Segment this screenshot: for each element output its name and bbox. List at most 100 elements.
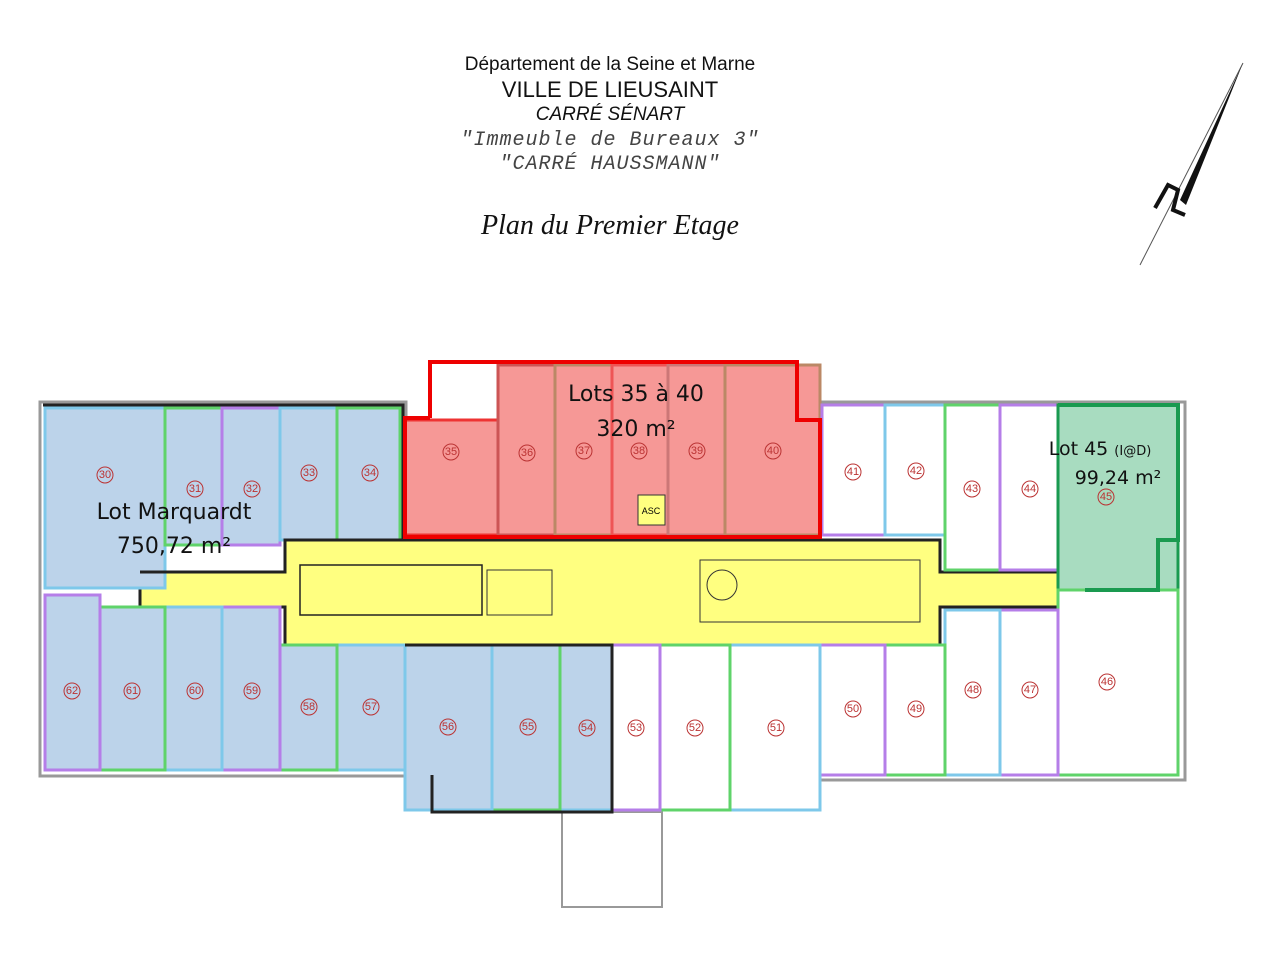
room-number: 30 — [99, 469, 111, 481]
room-number: 59 — [246, 685, 258, 697]
lot-45-tag: (I@D) — [1114, 444, 1151, 459]
room-number-badge — [186, 682, 204, 700]
room-number: 42 — [910, 465, 922, 477]
lot-marquardt-area: 750,72 m² — [117, 534, 231, 559]
room-number-badge — [844, 463, 862, 481]
north-arrow-icon — [1139, 62, 1244, 266]
room-number-badge — [362, 698, 380, 716]
lot-marquardt-outline — [43, 403, 405, 574]
room-number-badge — [844, 700, 862, 718]
lot-45-outline — [1058, 403, 1180, 592]
room-62 — [43, 593, 102, 772]
elevator-label: ASC — [642, 506, 661, 516]
building-title: "Immeuble de Bureaux 3" — [460, 129, 760, 152]
room-number: 53 — [630, 722, 642, 734]
city-title: VILLE DE LIEUSAINT — [501, 77, 719, 102]
room-number: 56 — [442, 721, 454, 733]
room-number-badge — [1097, 488, 1115, 506]
room-number: 55 — [522, 721, 534, 733]
spiral-stair — [706, 569, 738, 601]
room-number-badge — [907, 700, 925, 718]
room-44 — [998, 403, 1060, 572]
room-number: 40 — [767, 445, 779, 457]
plan-title: Plan du Premier Etage — [481, 210, 739, 241]
room-number-badge — [96, 466, 114, 484]
room-43 — [943, 403, 1002, 572]
room-number-badge — [518, 444, 536, 462]
corridor — [138, 538, 1087, 647]
room-number: 38 — [633, 445, 645, 457]
room-number-badge — [1098, 673, 1116, 691]
room-number: 35 — [445, 446, 457, 458]
room-number-badge — [243, 480, 261, 498]
room-number: 37 — [578, 445, 590, 457]
room-41 — [820, 403, 887, 537]
room-number-badge — [627, 719, 645, 737]
room-number: 41 — [847, 466, 859, 478]
room-number: 51 — [770, 722, 782, 734]
room-56 — [403, 643, 494, 812]
room-number: 61 — [126, 685, 138, 697]
room-number: 45 — [1100, 491, 1112, 503]
terrace — [561, 811, 663, 908]
room-30 — [43, 406, 167, 590]
room-60 — [163, 605, 224, 772]
room-number: 50 — [847, 703, 859, 715]
room-number: 44 — [1024, 483, 1036, 495]
room-number: 58 — [303, 701, 315, 713]
room-number: 33 — [303, 467, 315, 479]
room-number-badge — [963, 480, 981, 498]
room-53 — [610, 643, 662, 812]
room-57 — [335, 643, 407, 772]
room-number: 43 — [966, 483, 978, 495]
corridor-core — [299, 564, 483, 616]
room-number-badge — [630, 442, 648, 460]
room-number: 31 — [189, 483, 201, 495]
room-number: 60 — [189, 685, 201, 697]
room-number: 47 — [1024, 684, 1036, 696]
site-title: CARRÉ SÉNART — [535, 104, 685, 125]
room-35 — [403, 418, 500, 537]
room-number-badge — [439, 718, 457, 736]
room-number-badge — [686, 719, 704, 737]
room-number-badge — [300, 698, 318, 716]
room-number: 54 — [581, 722, 593, 734]
room-number-badge — [964, 681, 982, 699]
room-number-badge — [764, 442, 782, 460]
room-33 — [278, 406, 339, 542]
room-52 — [658, 643, 732, 812]
room-number-badge — [575, 442, 593, 460]
room-number-badge — [186, 480, 204, 498]
room-42 — [883, 403, 947, 537]
room-number-badge — [688, 442, 706, 460]
room-number-badge — [123, 682, 141, 700]
room-58 — [278, 643, 339, 772]
room-number: 39 — [691, 445, 703, 457]
lots-35-40-outline — [403, 360, 822, 539]
room-number-badge — [767, 719, 785, 737]
room-number: 36 — [521, 447, 533, 459]
sanitary-block — [699, 559, 921, 623]
lot-marquardt-name: Lot Marquardt — [97, 500, 252, 525]
staircase — [486, 569, 553, 616]
room-number: 49 — [910, 703, 922, 715]
room-46 — [1056, 588, 1180, 777]
room-number-badge — [300, 464, 318, 482]
room-number: 46 — [1101, 676, 1113, 688]
room-number: 62 — [66, 685, 78, 697]
room-number-badge — [63, 682, 81, 700]
room-32 — [220, 406, 282, 547]
room-number-badge — [519, 718, 537, 736]
department-title: Département de la Seine et Marne — [464, 54, 756, 75]
elevator — [637, 494, 666, 526]
lots-35-40-name: Lots 35 à 40 — [568, 382, 704, 407]
room-47 — [998, 608, 1060, 777]
room-number-badge — [243, 682, 261, 700]
room-number: 52 — [689, 722, 701, 734]
room-number: 34 — [364, 467, 376, 479]
room-number: 48 — [967, 684, 979, 696]
lot-45-label: Lot 45 (I@D) — [1049, 438, 1152, 460]
room-number-badge — [1021, 681, 1039, 699]
room-number-badge — [578, 719, 596, 737]
